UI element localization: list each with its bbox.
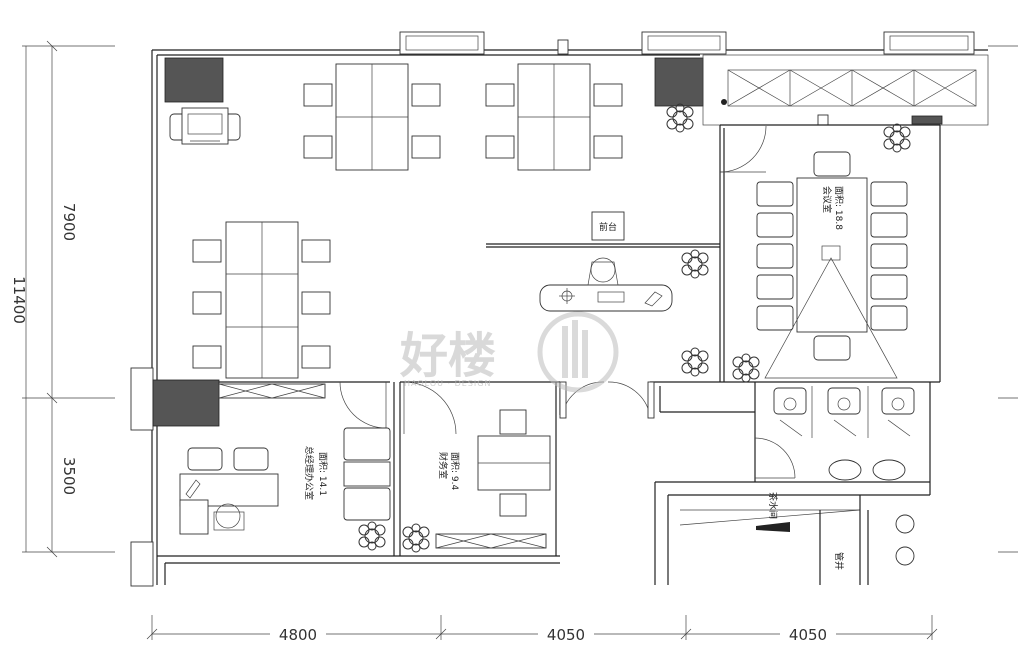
interior-walls (219, 124, 941, 585)
finance-area-label: 面积: 9.4 (449, 452, 461, 490)
manager-name-label: 总经理办公室 (303, 446, 315, 500)
doors (339, 125, 796, 479)
meeting-chairs (756, 151, 908, 361)
watermark-sub: HAOLOU · DESIGN (404, 379, 491, 388)
desk-cluster-2 (485, 63, 623, 171)
outer-walls (130, 31, 988, 587)
dim-left-11400: 11400 (10, 276, 28, 324)
finance-name-label: 财务室 (437, 452, 449, 479)
desk-cluster-1 (303, 63, 441, 171)
dim-left-3500: 3500 (60, 457, 78, 495)
meeting-area-label: 面积: 18.8 (833, 186, 845, 230)
column (654, 57, 704, 107)
dim-bottom-4800: 4800 (279, 626, 317, 644)
column (164, 57, 224, 103)
meeting-table (764, 177, 898, 379)
watermark-logo: 好楼 HAOLOU · DESIGN (399, 311, 619, 393)
manager-area-label: 面积: 14.1 (317, 452, 329, 496)
reception-desk (539, 257, 673, 312)
column (911, 115, 943, 125)
toilets (756, 386, 915, 566)
plant-icon (358, 103, 911, 553)
printer-icon (169, 107, 241, 145)
dim-bottom-4050-a: 4050 (547, 626, 585, 644)
shaft-label: 管井 (833, 552, 845, 570)
left-dimensions: 7900 11400 3500 (10, 40, 115, 558)
finance-room: 面积: 9.4 财务室 (435, 409, 551, 549)
meeting-name-label: 会议室 (821, 186, 833, 213)
manager-office: 面积: 14.1 总经理办公室 (179, 383, 391, 535)
desk-cluster-3 (192, 221, 331, 379)
corridor-glass (702, 54, 989, 126)
column (152, 379, 220, 427)
front-desk-label: 前台 (599, 221, 617, 233)
bottom-dimensions: 4800 4050 4050 (146, 615, 938, 644)
meeting-room-label: 面积: 18.8 会议室 (821, 186, 845, 230)
dim-left-7900: 7900 (60, 203, 78, 241)
front-desk-sign (591, 211, 625, 241)
dim-bottom-4050-b: 4050 (789, 626, 827, 644)
pantry-label: 茶水间 (767, 492, 779, 519)
watermark-brand: 好楼 (399, 328, 496, 384)
